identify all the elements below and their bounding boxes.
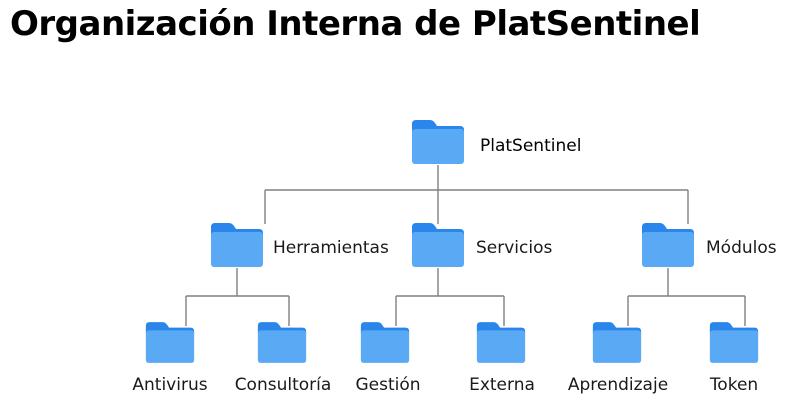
- tree-node-consultoria[interactable]: Consultoría: [235, 322, 332, 395]
- folder-icon: [476, 322, 526, 363]
- tree-node-modulos[interactable]: Módulos: [642, 223, 777, 267]
- folder-icon: [642, 223, 694, 267]
- folder-icon: [412, 120, 464, 164]
- node-label-platsentinel: PlatSentinel: [480, 136, 581, 156]
- node-label-consultoria: Consultoría: [235, 375, 332, 395]
- tree-node-aprendizaje[interactable]: Aprendizaje: [568, 322, 668, 395]
- tree-node-antivirus[interactable]: Antivirus: [132, 322, 208, 395]
- tree-connectors: [185, 165, 746, 326]
- node-label-token: Token: [709, 375, 758, 395]
- node-label-aprendizaje: Aprendizaje: [568, 375, 668, 395]
- tree-node-servicios[interactable]: Servicios: [412, 223, 552, 267]
- page-title: Organización Interna de PlatSentinel: [10, 4, 701, 44]
- tree-node-externa[interactable]: Externa: [469, 322, 535, 395]
- folder-icon: [592, 322, 642, 363]
- node-label-externa: Externa: [469, 375, 535, 395]
- folder-icon: [709, 322, 759, 363]
- tree-node-platsentinel[interactable]: PlatSentinel: [412, 120, 581, 164]
- node-label-modulos: Módulos: [706, 238, 777, 258]
- node-label-servicios: Servicios: [476, 238, 552, 258]
- tree-node-token[interactable]: Token: [709, 322, 758, 395]
- folder-icon: [211, 223, 263, 267]
- folder-icon: [257, 322, 307, 363]
- tree-node-gestion[interactable]: Gestión: [355, 322, 421, 395]
- folder-icon: [145, 322, 195, 363]
- tree-node-herramientas[interactable]: Herramientas: [211, 223, 389, 267]
- node-label-antivirus: Antivirus: [132, 375, 207, 395]
- node-label-herramientas: Herramientas: [273, 238, 389, 258]
- folder-icon: [360, 322, 410, 363]
- folder-icon: [412, 223, 464, 267]
- node-label-gestion: Gestión: [355, 375, 420, 395]
